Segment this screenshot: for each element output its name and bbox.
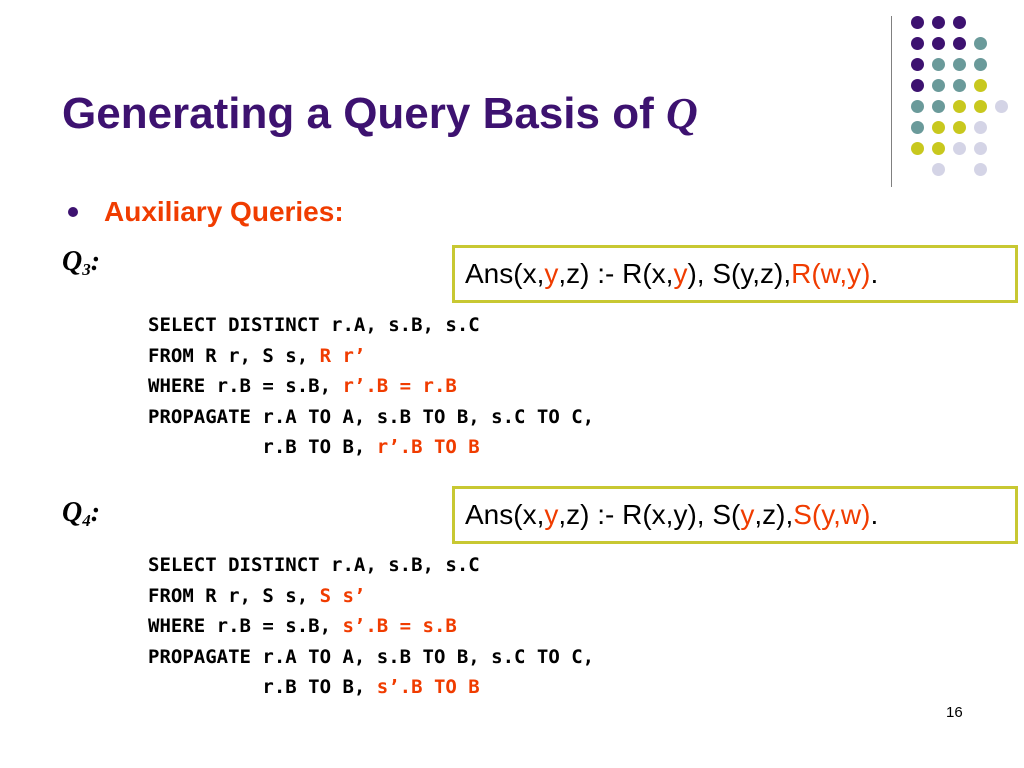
decorative-dot xyxy=(953,58,966,71)
code-segment: r.B TO B, xyxy=(148,676,377,698)
q3-ans-segment: ,z) :- R(x, xyxy=(558,258,674,289)
q3-label-sub: 3 xyxy=(82,260,91,279)
q3-datalog-box: Ans(x,y,z) :- R(x,y), S(y,z), R(w,y). xyxy=(452,245,1018,303)
decorative-dot xyxy=(932,16,945,29)
code-segment: s’.B = s.B xyxy=(342,615,457,637)
decorative-dot xyxy=(953,100,966,113)
decorative-dot xyxy=(953,121,966,134)
q3-ans-segment: . xyxy=(870,258,879,289)
q4-ans-segment: S(y,w) xyxy=(793,499,871,530)
decorative-dot xyxy=(974,58,987,71)
decorative-dot xyxy=(911,79,924,92)
decorative-dot xyxy=(932,100,945,113)
code-line: r.B TO B, r’.B TO B xyxy=(148,432,594,463)
q3-sql-code: SELECT DISTINCT r.A, s.B, s.C FROM R r, S… xyxy=(148,310,594,463)
q4-sql-code: SELECT DISTINCT r.A, s.B, s.C FROM R r, S… xyxy=(148,550,594,703)
title-q: Q xyxy=(665,89,698,138)
decorative-dot xyxy=(974,37,987,50)
code-segment: FROM R r, S s, xyxy=(148,584,320,607)
decorative-dot xyxy=(911,37,924,50)
q4-label-sub: 4 xyxy=(82,511,91,530)
code-segment: WHERE r.B = s.B, xyxy=(148,375,343,397)
decorative-dot xyxy=(974,100,987,113)
code-segment: r.B TO B, xyxy=(148,436,377,458)
q3-label: Q3: xyxy=(62,246,100,280)
decorative-dot xyxy=(911,100,924,113)
code-segment: PROPAGATE r.A TO A, s.B TO B, s.C TO C, xyxy=(148,405,595,428)
code-line: FROM R r, S s, R r’ xyxy=(148,341,594,372)
page-number: 16 xyxy=(946,704,963,721)
bullet-text: Auxiliary Queries: xyxy=(104,196,344,227)
code-segment: r’.B = r.B xyxy=(342,375,457,397)
code-segment: S s’ xyxy=(319,584,366,607)
code-segment: R r’ xyxy=(319,344,366,367)
code-line: WHERE r.B = s.B, r’.B = r.B xyxy=(148,371,594,402)
q3-ans-segment: y xyxy=(673,258,688,289)
decorative-dot xyxy=(974,163,987,176)
decorative-dot xyxy=(953,16,966,29)
code-line: SELECT DISTINCT r.A, s.B, s.C xyxy=(148,310,594,341)
decorative-dot xyxy=(932,37,945,50)
decorative-dot xyxy=(932,163,945,176)
decorative-dot xyxy=(932,142,945,155)
decorative-dot xyxy=(911,142,924,155)
slide-title: Generating a Query Basis of Q xyxy=(62,88,698,139)
decorative-dot xyxy=(974,142,987,155)
title-divider-line xyxy=(891,16,892,187)
decorative-dot xyxy=(995,100,1008,113)
decorative-dot xyxy=(932,79,945,92)
decorative-dot xyxy=(953,37,966,50)
q3-ans-segment: y xyxy=(544,258,559,289)
q3-ans-segment: R(w,y) xyxy=(791,258,871,289)
q3-label-colon: : xyxy=(90,246,101,277)
code-segment: SELECT DISTINCT r.A, s.B, s.C xyxy=(148,314,480,336)
q4-label-colon: : xyxy=(90,497,101,528)
decorative-dot xyxy=(911,16,924,29)
decorative-dot xyxy=(953,79,966,92)
code-segment: SELECT DISTINCT r.A, s.B, s.C xyxy=(148,554,480,576)
code-segment: r’.B TO B xyxy=(376,436,480,458)
code-line: SELECT DISTINCT r.A, s.B, s.C xyxy=(148,550,594,581)
decorative-dot xyxy=(932,121,945,134)
decorative-dot xyxy=(911,58,924,71)
decorative-dot xyxy=(974,121,987,134)
q3-label-main: Q xyxy=(62,246,83,277)
decorative-dot xyxy=(974,79,987,92)
q4-label-main: Q xyxy=(62,497,83,528)
q4-datalog-box: Ans(x,y,z) :- R(x,y), S(y,z), S(y,w). xyxy=(452,486,1018,544)
code-line: PROPAGATE r.A TO A, s.B TO B, s.C TO C, xyxy=(148,642,594,673)
bullet-item: Auxiliary Queries: xyxy=(62,196,344,228)
decorative-dot xyxy=(911,121,924,134)
q3-ans-segment: Ans(x, xyxy=(465,258,545,289)
q4-ans-segment: ,z), xyxy=(754,499,794,530)
q4-ans-segment: y xyxy=(740,499,755,530)
code-line: WHERE r.B = s.B, s’.B = s.B xyxy=(148,611,594,642)
code-segment: s’.B TO B xyxy=(376,676,480,698)
code-line: r.B TO B, s’.B TO B xyxy=(148,672,594,703)
q4-ans-segment: Ans(x, xyxy=(465,499,545,530)
q3-ans-segment: ), S(y,z), xyxy=(687,258,792,289)
code-line: FROM R r, S s, S s’ xyxy=(148,581,594,612)
code-segment: FROM R r, S s, xyxy=(148,344,320,367)
decorative-dot xyxy=(953,142,966,155)
decorative-dot xyxy=(932,58,945,71)
code-line: PROPAGATE r.A TO A, s.B TO B, s.C TO C, xyxy=(148,402,594,433)
code-segment: PROPAGATE r.A TO A, s.B TO B, s.C TO C, xyxy=(148,645,595,668)
q4-ans-segment: ,z) :- R(x,y), S( xyxy=(558,499,741,530)
q4-ans-segment: . xyxy=(870,499,879,530)
title-text: Generating a Query Basis of xyxy=(62,89,666,138)
q4-ans-segment: y xyxy=(544,499,559,530)
bullet-dot-icon xyxy=(68,207,78,217)
code-segment: WHERE r.B = s.B, xyxy=(148,615,343,637)
q4-label: Q4: xyxy=(62,497,100,531)
